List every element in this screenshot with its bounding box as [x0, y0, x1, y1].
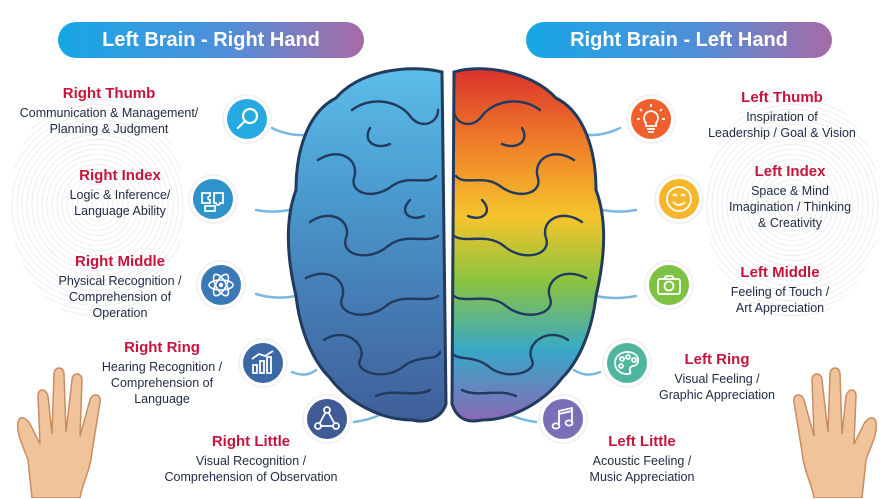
left-brain-header: Left Brain - Right Hand: [58, 22, 364, 58]
label-right-thumb-desc: Communication & Management/ Planning & J…: [19, 106, 199, 136]
label-right-index-title: Right Index: [79, 167, 161, 184]
label-left-ring: Left Ring Visual Feeling / Graphic Appre…: [642, 352, 792, 403]
right-brain-header-label: Right Brain - Left Hand: [570, 28, 788, 51]
label-left-middle-desc: Feeling of Touch / Art Appreciation: [730, 285, 830, 315]
label-right-middle: Right Middle Physical Recognition / Comp…: [30, 254, 210, 321]
connector-left-middle: [594, 294, 638, 300]
label-right-ring-title: Right Ring: [124, 339, 200, 356]
label-right-thumb-title: Right Thumb: [62, 85, 156, 102]
label-left-thumb-title: Left Thumb: [741, 89, 823, 106]
right-hand-illustration: [16, 367, 101, 498]
connector-right-ring: [290, 368, 318, 376]
music-note-icon: [540, 396, 586, 442]
magnifier-icon: [224, 96, 270, 142]
label-left-thumb: Left Thumb Inspiration of Leadership / G…: [682, 90, 882, 141]
label-right-little: Right Little Visual Recognition / Compre…: [136, 434, 366, 485]
label-right-index: Right Index Logic & Inference/ Language …: [30, 168, 210, 219]
label-left-little-title: Left Little: [608, 433, 676, 450]
label-right-little-title: Right Little: [211, 433, 291, 450]
label-right-middle-title: Right Middle: [75, 253, 165, 270]
palette-icon: [604, 340, 650, 386]
bar-chart-icon: [240, 340, 286, 386]
label-right-ring-desc: Hearing Recognition / Comprehension of L…: [101, 360, 223, 406]
atom-icon: [198, 262, 244, 308]
fingerprint-left-decoration: [10, 90, 185, 320]
left-brain-header-label: Left Brain - Right Hand: [102, 28, 320, 51]
smiley-icon: [656, 176, 702, 222]
label-left-little-desc: Acoustic Feeling / Music Appreciation: [589, 454, 695, 484]
label-left-thumb-desc: Inspiration of Leadership / Goal & Visio…: [708, 110, 856, 140]
label-right-thumb: Right Thumb Communication & Management/ …: [2, 86, 216, 137]
fingerprint-right-decoration: [705, 90, 880, 320]
label-left-middle: Left Middle Feeling of Touch / Art Appre…: [690, 265, 870, 316]
label-right-ring: Right Ring Hearing Recognition / Compreh…: [74, 340, 250, 407]
lightbulb-icon: [628, 96, 674, 142]
label-right-index-desc: Logic & Inference/ Language Ability: [69, 188, 171, 218]
connector-right-middle: [254, 292, 298, 299]
connector-left-ring: [572, 368, 602, 376]
label-right-little-desc: Visual Recognition / Comprehension of Ob…: [164, 454, 338, 484]
network-icon: [304, 396, 350, 442]
label-left-ring-desc: Visual Feeling / Graphic Appreciation: [658, 372, 776, 402]
puzzle-icon: [190, 176, 236, 222]
right-brain-header: Right Brain - Left Hand: [526, 22, 832, 58]
left-hemisphere: [286, 67, 448, 423]
camera-icon: [646, 262, 692, 308]
label-left-middle-title: Left Middle: [740, 264, 820, 281]
label-left-index-title: Left Index: [754, 163, 826, 180]
label-left-little: Left Little Acoustic Feeling / Music App…: [572, 434, 712, 485]
label-right-middle-desc: Physical Recognition / Comprehension of …: [58, 274, 182, 320]
label-left-index-desc: Space & Mind Imagination / Thinking & Cr…: [728, 184, 852, 230]
label-left-ring-title: Left Ring: [684, 351, 750, 368]
label-left-index: Left Index Space & Mind Imagination / Th…: [700, 164, 880, 231]
left-hand-illustration: [793, 367, 878, 498]
